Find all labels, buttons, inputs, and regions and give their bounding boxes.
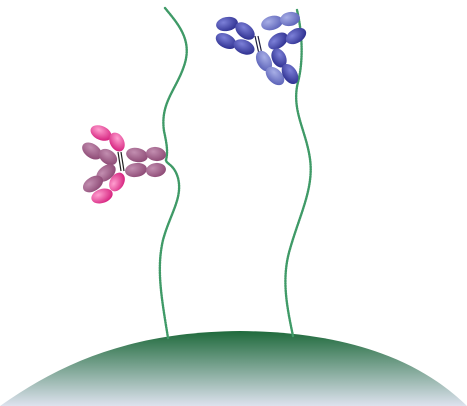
middle-tether	[163, 8, 186, 160]
pink-antibody	[79, 122, 167, 206]
right-tether	[285, 10, 310, 336]
cell-surface	[0, 331, 467, 406]
blue-antibody	[213, 10, 309, 88]
left-tether	[160, 160, 179, 338]
